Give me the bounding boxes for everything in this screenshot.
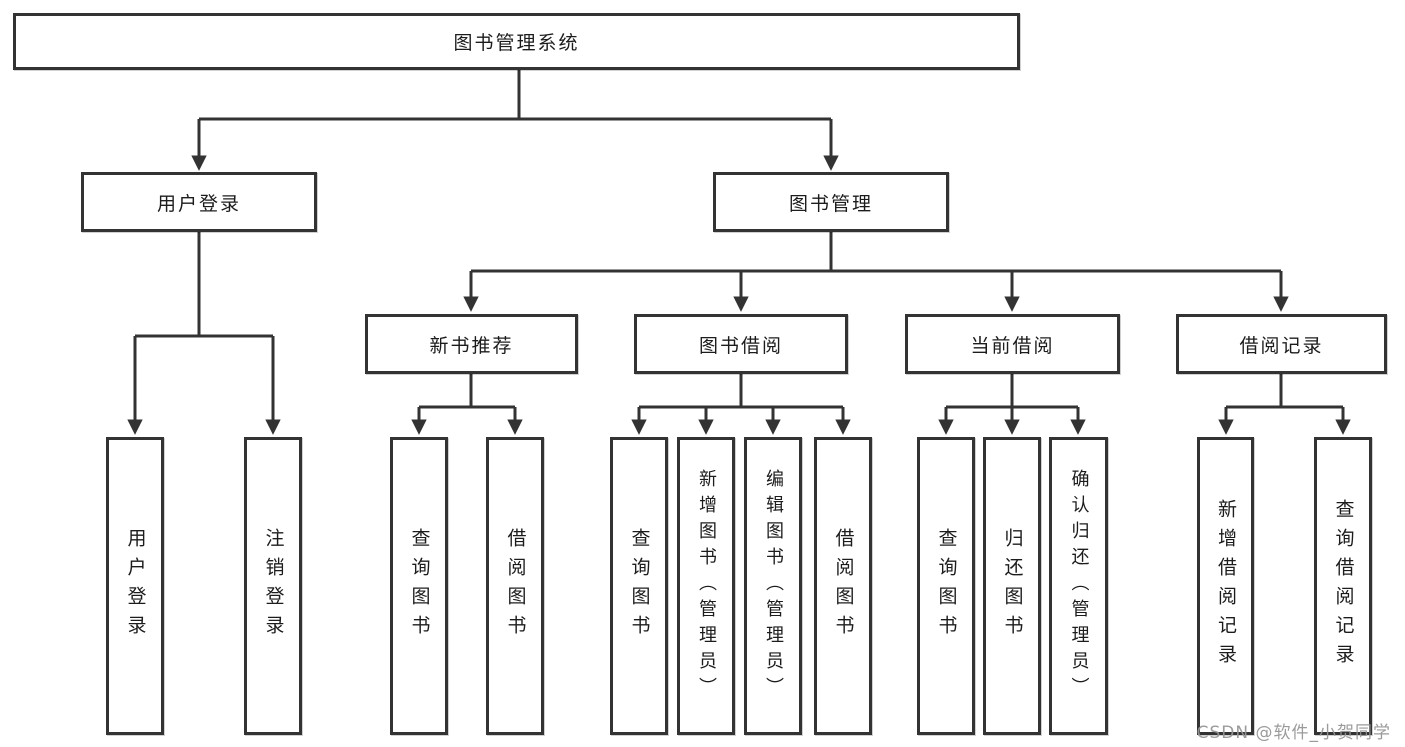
- node-user-login-leaf: 用户登录: [106, 437, 164, 735]
- node-current-borrowing: 当前借阅: [905, 314, 1120, 374]
- node-confirm-return-admin: 确认归还（管理员）: [1049, 437, 1108, 735]
- node-logout-login: 注销登录: [244, 437, 302, 735]
- node-label: 编辑图书（管理员）: [763, 469, 784, 703]
- node-label: 借阅图书: [832, 528, 855, 644]
- node-label: 用户登录: [124, 528, 147, 644]
- node-borrowing-records: 借阅记录: [1176, 314, 1387, 374]
- node-label: 借阅图书: [504, 528, 527, 644]
- node-label: 查询借阅记录: [1332, 499, 1355, 673]
- node-borrow-books-leaf: 借阅图书: [814, 437, 872, 735]
- node-query-borrow-record: 查询借阅记录: [1314, 437, 1372, 735]
- node-new-book-recommend: 新书推荐: [365, 314, 578, 374]
- node-label: 借阅记录: [1239, 334, 1324, 357]
- node-query-books-recommend: 查询图书: [390, 437, 448, 735]
- node-label: 注销登录: [262, 528, 285, 644]
- node-label: 查询图书: [628, 528, 651, 644]
- node-label: 查询图书: [935, 528, 958, 644]
- node-add-books-admin: 新增图书（管理员）: [677, 437, 735, 735]
- node-label: 图书借阅: [698, 334, 783, 357]
- node-library-management-system: 图书管理系统: [13, 13, 1020, 70]
- node-add-borrow-record: 新增借阅记录: [1197, 437, 1254, 735]
- node-label: 新书推荐: [429, 334, 514, 357]
- node-borrow-books-recommend: 借阅图书: [486, 437, 544, 735]
- node-label: 图书管理系统: [453, 32, 580, 54]
- node-label: 新增图书（管理员）: [696, 469, 717, 703]
- node-label: 当前借阅: [970, 334, 1055, 357]
- node-return-books: 归还图书: [983, 437, 1041, 735]
- node-label: 确认归还（管理员）: [1068, 469, 1090, 703]
- node-label: 新增借阅记录: [1215, 499, 1237, 673]
- node-query-books-current: 查询图书: [917, 437, 975, 735]
- node-book-borrowing: 图书借阅: [634, 314, 848, 374]
- node-edit-books-admin: 编辑图书（管理员）: [744, 437, 802, 735]
- node-label: 归还图书: [1001, 528, 1024, 644]
- node-query-books-borrowing: 查询图书: [610, 437, 668, 735]
- csdn-watermark: CSDN @软件_小贺同学: [1196, 723, 1391, 743]
- node-user-login: 用户登录: [81, 172, 317, 232]
- node-label: 用户登录: [156, 192, 241, 215]
- node-label: 图书管理: [788, 192, 873, 215]
- node-label: 查询图书: [408, 528, 431, 644]
- node-book-management: 图书管理: [713, 172, 949, 232]
